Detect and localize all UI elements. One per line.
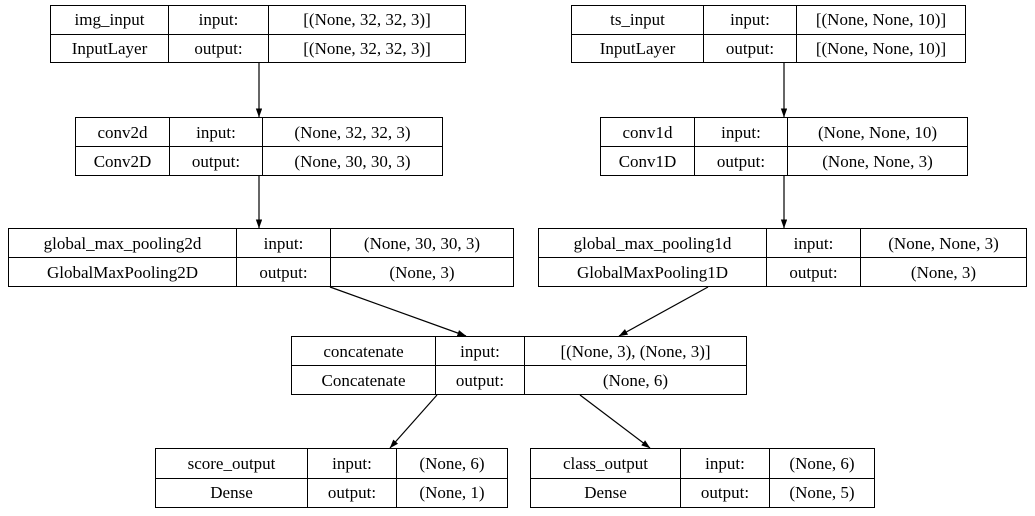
- graph-edge-concatenate-to-class_output: [579, 394, 651, 449]
- node-output_shape: [(None, 32, 32, 3)]: [303, 38, 431, 58]
- node-output_shape: (None, 3): [389, 262, 455, 282]
- node-name: conv1d: [601, 118, 695, 146]
- node-output_shape: (None, 1): [419, 483, 485, 503]
- node-name: class_output: [531, 449, 681, 478]
- node-class_name: InputLayer: [51, 34, 169, 62]
- node-output_label: output:: [695, 147, 788, 175]
- node-output_label: output:: [237, 258, 331, 286]
- node-name: global_max_pooling2d: [9, 229, 237, 257]
- node-input_label: input:: [170, 118, 263, 146]
- node-input_shape: [(None, None, 10)]: [815, 10, 947, 30]
- node-input_label: input:: [169, 6, 269, 34]
- node-class_name: Conv1D: [601, 147, 695, 175]
- node-input_shape: [(None, 32, 32, 3)]: [303, 10, 431, 30]
- node-output_label: output:: [308, 478, 397, 507]
- node-class_name: Concatenate: [292, 366, 436, 394]
- node-output_label: output:: [681, 478, 770, 507]
- node-name: img_input: [51, 6, 169, 34]
- node-class_name: Dense: [531, 478, 681, 507]
- node-input_label: input:: [681, 449, 770, 478]
- node-name: score_output: [156, 449, 308, 478]
- node-name: ts_input: [572, 6, 704, 34]
- node-class_name: Conv2D: [76, 147, 170, 175]
- node-input_shape: (None, 6): [419, 453, 485, 473]
- node-input_label: input:: [767, 229, 861, 257]
- node-input_label: input:: [308, 449, 397, 478]
- node-output_label: output:: [704, 34, 797, 62]
- node-output_shape: (None, 6): [602, 370, 669, 390]
- node-name: conv2d: [76, 118, 170, 146]
- node-class_name: GlobalMaxPooling2D: [9, 258, 237, 286]
- node-output_shape: (None, 30, 30, 3): [294, 151, 411, 171]
- node-output_label: output:: [436, 366, 525, 394]
- graph-edge-concatenate-to-score_output: [389, 394, 438, 449]
- node-input_shape: (None, 32, 32, 3): [294, 122, 411, 142]
- node-input_label: input:: [704, 6, 797, 34]
- node-output_shape: (None, 3): [910, 262, 977, 282]
- node-output_label: output:: [170, 147, 263, 175]
- node-input_shape: (None, 30, 30, 3): [363, 233, 481, 253]
- node-output_shape: [(None, None, 10)]: [815, 38, 947, 58]
- node-name: concatenate: [292, 337, 436, 365]
- node-input_label: input:: [237, 229, 331, 257]
- graph-edge-global_max_pooling2d-to-concatenate: [329, 286, 467, 337]
- node-input_label: input:: [436, 337, 525, 365]
- node-input_shape: (None, None, 10): [818, 122, 937, 142]
- node-class_name: InputLayer: [572, 34, 704, 62]
- node-class_name: Dense: [156, 478, 308, 507]
- node-name: global_max_pooling1d: [539, 229, 767, 257]
- graph-edge-global_max_pooling1d-to-concatenate: [618, 286, 709, 337]
- node-class_name: GlobalMaxPooling1D: [539, 258, 767, 286]
- node-input_shape: (None, 6): [789, 453, 855, 473]
- node-output_label: output:: [767, 258, 861, 286]
- node-input_shape: (None, None, 3): [888, 233, 999, 253]
- node-input_shape: [(None, 3), (None, 3)]: [560, 341, 711, 361]
- node-input_label: input:: [695, 118, 788, 146]
- node-output_shape: (None, 5): [789, 483, 855, 503]
- node-output_shape: (None, None, 3): [822, 151, 933, 171]
- node-output_label: output:: [169, 34, 269, 62]
